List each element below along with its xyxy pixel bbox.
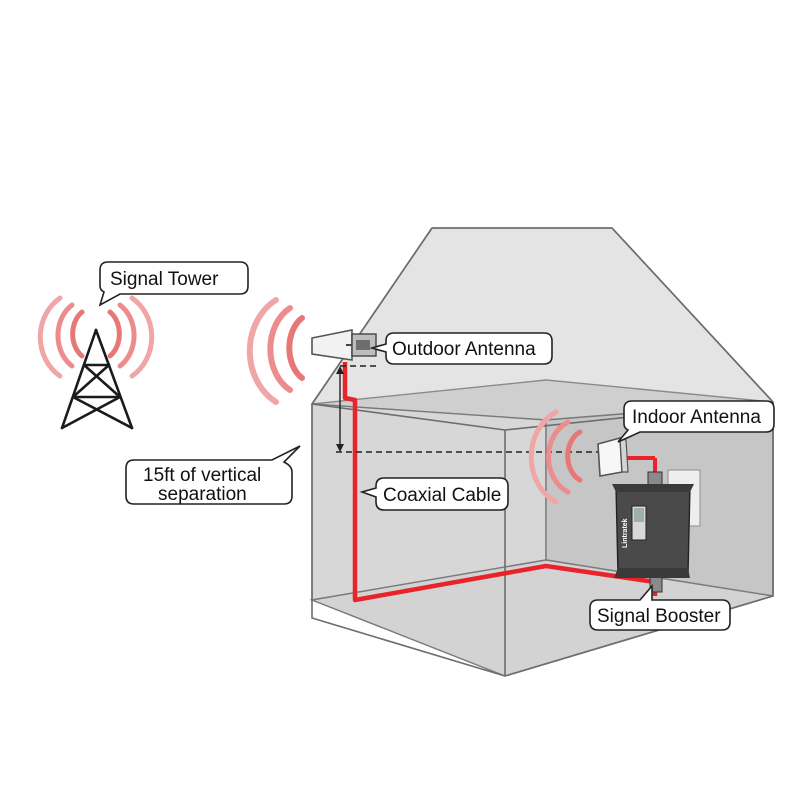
indoor-antenna-waves-icon [528,409,583,505]
booster-device-icon [612,471,694,593]
label-signal-tower: Signal Tower [110,269,219,290]
panel-antenna-icon [597,436,629,477]
indoor-antenna [528,409,629,505]
tower-lattice-icon [60,328,134,430]
label-signal-booster: Signal Booster [597,606,721,627]
signal-tower [37,295,155,430]
house-front-outline [311,404,506,677]
label-indoor-antenna: Indoor Antenna [632,407,761,428]
callout-indoor-antenna: Indoor Antenna [617,400,775,443]
yagi-antenna-icon [311,329,377,361]
outdoor-antenna-waves-icon [246,297,305,405]
label-separation-line1: 15ft of vertical [143,465,261,486]
callout-outdoor-antenna: Outdoor Antenna [369,332,553,365]
outdoor-antenna [246,297,377,405]
callout-signal-booster: Signal Booster [589,583,731,631]
label-separation-line2: separation [158,484,247,505]
label-outdoor-antenna: Outdoor Antenna [392,339,536,360]
callout-signal-tower: Signal Tower [98,261,249,307]
house-roof-right-slope [611,227,774,403]
vertical-separation-marker [336,365,598,453]
tower-signal-waves-icon [37,295,155,379]
callout-vertical-separation: 15ft of vertical separation [125,445,301,505]
callout-coaxial-cable: Coaxial Cable [359,477,509,511]
house-roof-left-slope [311,227,433,405]
booster-brand-text: Lintratek [622,518,629,548]
label-coaxial-cable: Coaxial Cable [383,485,501,506]
signal-booster: Lintratek [612,469,701,593]
